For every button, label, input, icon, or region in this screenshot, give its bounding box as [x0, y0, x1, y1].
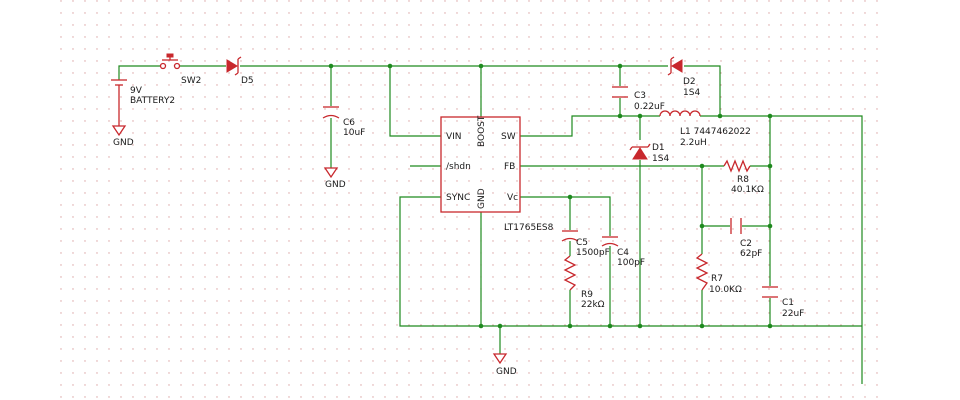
ic-lt1765[interactable] [440, 116, 521, 213]
junction-dot [617, 113, 623, 119]
battery-gnd-label: GND [113, 138, 134, 148]
battery-symbol[interactable] [111, 79, 127, 126]
battery-ref: BATTERY2 [130, 96, 175, 106]
d1-ref: D1 [652, 143, 665, 153]
junction-dot [478, 323, 484, 329]
c2-ref: C2 [740, 239, 752, 249]
c1-value: 22uF [782, 309, 804, 319]
junction-dot [699, 223, 705, 229]
junction-dot [767, 113, 773, 119]
junction-dot [567, 194, 573, 200]
wire-sw-node [520, 115, 660, 137]
r9-ref: R9 [581, 290, 593, 300]
d5-ref: D5 [241, 76, 254, 86]
c6-value: 10uF [343, 128, 365, 138]
resistor-r9[interactable] [563, 255, 577, 291]
wires [118, 65, 863, 384]
diode-d1[interactable] [629, 143, 651, 160]
junction-dot [699, 323, 705, 329]
junction-dot [767, 163, 773, 169]
junction-dot [699, 163, 705, 169]
grid-background [60, 0, 880, 400]
wire-vin [389, 66, 441, 137]
diode-d2[interactable] [667, 56, 683, 76]
pin-shdn: /shdn [446, 162, 471, 172]
wire-ground-bus [399, 196, 862, 327]
ground-icon [323, 167, 339, 179]
capacitor-c3[interactable] [612, 86, 628, 98]
wire-battery-to-switch [118, 65, 160, 80]
c3-value: 0.22uF [634, 102, 665, 112]
d2-ref: D2 [683, 77, 696, 87]
sw2-ref: SW2 [181, 76, 201, 86]
c5-value: 1500pF [576, 248, 610, 258]
pin-fb: FB [504, 162, 515, 172]
switch-sw2[interactable] [159, 53, 181, 70]
pin-vin: VIN [446, 132, 462, 142]
wire-output [700, 115, 863, 384]
c4-value: 100pF [617, 258, 645, 268]
pin-vc: Vc [507, 193, 518, 203]
junction-dot [387, 63, 393, 69]
junction-dot [767, 323, 773, 329]
c2-value: 62pF [740, 249, 762, 259]
junction-dot [567, 323, 573, 329]
c1-ref: C1 [782, 298, 794, 308]
battery-value: 9V [130, 86, 143, 96]
c6-ref: C6 [343, 118, 355, 128]
c5-ref: C5 [576, 238, 588, 248]
pin-sync: SYNC [446, 193, 470, 203]
ground-icon [111, 125, 127, 137]
junction-dot [767, 223, 773, 229]
pin-sw: SW [501, 132, 516, 142]
junction-dot [617, 63, 623, 69]
junction-dot [497, 323, 503, 329]
capacitor-c1[interactable] [762, 286, 778, 298]
pin-gnd: GND [477, 188, 487, 209]
junction-dot [328, 63, 334, 69]
junction-dot [607, 323, 613, 329]
inductor-l1[interactable] [659, 110, 701, 117]
r8-value: 40.1KΩ [731, 185, 764, 195]
diode-d5[interactable] [226, 56, 242, 76]
ic-name: LT1765ES8 [504, 223, 554, 233]
r8-ref: R8 [737, 175, 749, 185]
wire-d2-to-output [684, 65, 721, 116]
l1-value: 2.2uH [680, 138, 707, 148]
junction-dot [717, 113, 723, 119]
d2-value: 1S4 [683, 88, 700, 98]
ground-icon [492, 353, 508, 365]
resistor-r8[interactable] [723, 159, 751, 173]
junction-dot [637, 323, 643, 329]
c6-gnd-label: GND [325, 180, 346, 190]
junction-dot [637, 113, 643, 119]
d1-value: 1S4 [652, 154, 669, 164]
capacitor-c5[interactable] [561, 230, 579, 242]
junction-dot [478, 63, 484, 69]
capacitor-c2[interactable] [730, 218, 742, 234]
r9-value: 22kΩ [581, 300, 605, 310]
r7-value: 10.0KΩ [709, 285, 742, 295]
c3-ref: C3 [634, 91, 646, 101]
resistor-r7[interactable] [695, 253, 709, 291]
l1-ref: L1 7447462022 [680, 127, 751, 137]
r7-ref: R7 [711, 274, 723, 284]
c4-ref: C4 [617, 248, 629, 258]
pin-boost: BOOST [477, 115, 487, 147]
capacitor-c6[interactable] [322, 106, 340, 119]
capacitor-c4[interactable] [601, 236, 619, 247]
wire-vc [520, 196, 611, 236]
main-gnd-label: GND [496, 367, 517, 377]
junctions [328, 63, 773, 329]
